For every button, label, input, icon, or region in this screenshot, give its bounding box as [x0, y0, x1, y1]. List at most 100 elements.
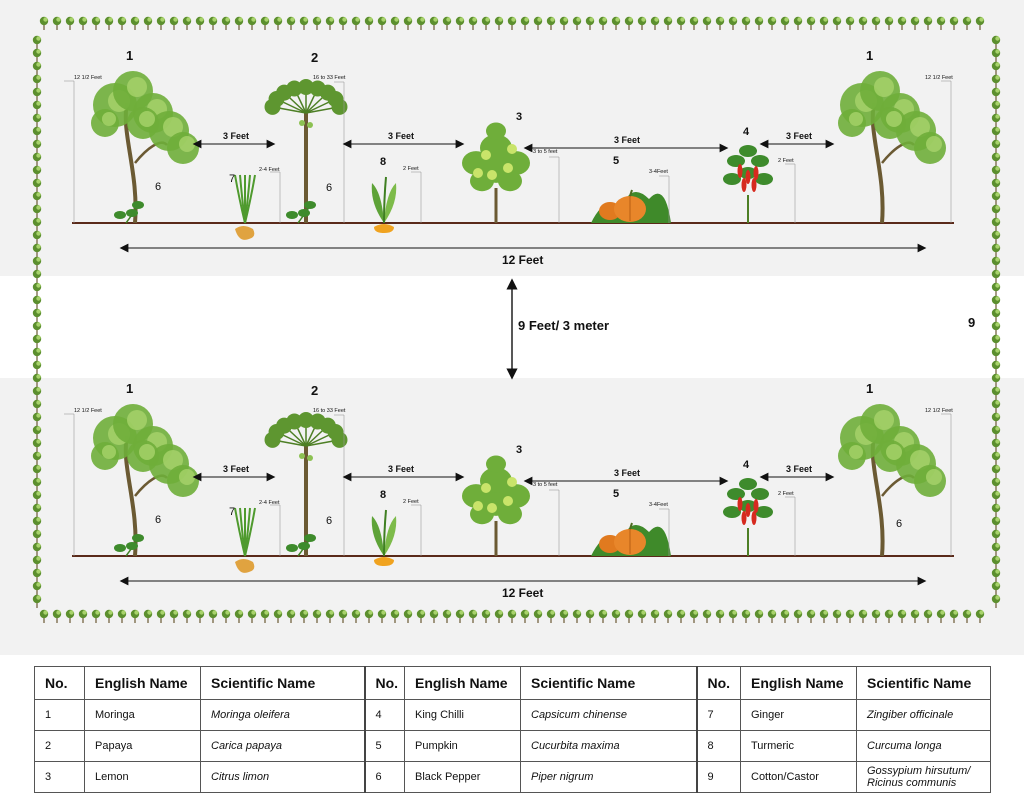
border-tree: [991, 61, 1001, 75]
border-tree: [689, 609, 699, 623]
border-tree: [416, 609, 426, 623]
border-tree: [390, 16, 400, 30]
border-tree: [32, 113, 42, 127]
border-tree: [559, 16, 569, 30]
spacing-label: 3 Feet: [388, 464, 414, 474]
border-tree: [936, 609, 946, 623]
border-tree: [507, 609, 517, 623]
border-tree: [585, 16, 595, 30]
border-tree: [32, 152, 42, 166]
border-tree: [143, 16, 153, 30]
border-tree: [299, 16, 309, 30]
row-spacing-label: 9 Feet/ 3 meter: [518, 318, 609, 333]
spacing-label: 3 Feet: [786, 464, 812, 474]
border-tree: [572, 16, 582, 30]
border-tree: [741, 609, 751, 623]
border-tree: [299, 609, 309, 623]
legend-english: Pumpkin: [404, 730, 521, 762]
border-tree: [32, 464, 42, 478]
legend-scientific: Zingiber officinale: [856, 699, 991, 731]
border-tree: [32, 282, 42, 296]
border-tree: [991, 529, 1001, 543]
legend-scientific: Curcuma longa: [856, 730, 991, 762]
border-tree: [442, 16, 452, 30]
spacing-label: 3 Feet: [223, 464, 249, 474]
border-tree: [234, 609, 244, 623]
border-tree: [32, 48, 42, 62]
border-tree: [871, 16, 881, 30]
border-tree: [715, 609, 725, 623]
header-no: No.: [695, 666, 741, 700]
border-tree: [325, 609, 335, 623]
border-tree: [754, 16, 764, 30]
border-tree: [351, 609, 361, 623]
border-tree: [572, 609, 582, 623]
border-tree: [663, 16, 673, 30]
plant-height-label: 2 Feet: [778, 158, 794, 164]
border-tree: [559, 609, 569, 623]
border-tree: [663, 609, 673, 623]
legend-no: 7: [695, 699, 741, 731]
legend-row: 2 Papaya Carica papaya 5 Pumpkin Cucurbi…: [34, 730, 991, 762]
border-tree: [991, 360, 1001, 374]
plant-height-label: 2 Feet: [403, 499, 419, 505]
border-tree: [991, 230, 1001, 244]
border-tree: [32, 230, 42, 244]
border-tree: [741, 16, 751, 30]
legend-no: 8: [695, 730, 741, 762]
plant-number: 1: [126, 48, 133, 63]
border-tree: [117, 16, 127, 30]
spacing-label: 3 Feet: [614, 468, 640, 478]
plant-number: 6: [326, 515, 332, 527]
border-tree: [962, 16, 972, 30]
border-tree: [32, 35, 42, 49]
lemon-plant: [462, 122, 530, 223]
border-tree: [32, 204, 42, 218]
border-tree: [991, 256, 1001, 270]
border-tree: [871, 609, 881, 623]
border-tree: [169, 609, 179, 623]
border-tree: [728, 609, 738, 623]
plant-height-label: 12 1/2 Feet: [74, 408, 102, 414]
plant-number: 8: [380, 156, 386, 168]
border-tree: [351, 16, 361, 30]
border-number-label: 9: [968, 315, 975, 330]
plant-number: 6: [155, 181, 161, 193]
border-tree: [702, 16, 712, 30]
border-tree: [991, 555, 1001, 569]
border-tree: [32, 321, 42, 335]
turmeric-plant: [371, 176, 397, 233]
border-tree: [455, 609, 465, 623]
border-tree: [991, 87, 1001, 101]
border-tree: [991, 568, 1001, 582]
border-tree: [494, 16, 504, 30]
border-tree: [611, 609, 621, 623]
border-tree: [52, 16, 62, 30]
king-chilli-plant: [723, 145, 773, 223]
moringa-plant: [91, 71, 199, 224]
border-tree: [32, 373, 42, 387]
border-tree: [991, 243, 1001, 257]
border-tree: [819, 16, 829, 30]
border-tree: [991, 542, 1001, 556]
header-english: English Name: [84, 666, 201, 700]
border-tree: [416, 16, 426, 30]
legend-english: Black Pepper: [404, 761, 521, 793]
border-tree: [793, 16, 803, 30]
border-tree: [767, 16, 777, 30]
legend-scientific: Cucurbita maxima: [520, 730, 697, 762]
border-tree: [32, 516, 42, 530]
border-tree: [611, 16, 621, 30]
plant-height-label: 2 Feet: [403, 166, 419, 172]
border-tree: [91, 609, 101, 623]
border-tree: [312, 609, 322, 623]
spacing-label: 3 Feet: [786, 131, 812, 141]
border-tree: [991, 191, 1001, 205]
border-tree: [182, 609, 192, 623]
border-tree: [991, 217, 1001, 231]
border-tree: [991, 581, 1001, 595]
border-tree: [32, 542, 42, 556]
plant-height-label: 16 to 33 Feet: [313, 408, 346, 414]
